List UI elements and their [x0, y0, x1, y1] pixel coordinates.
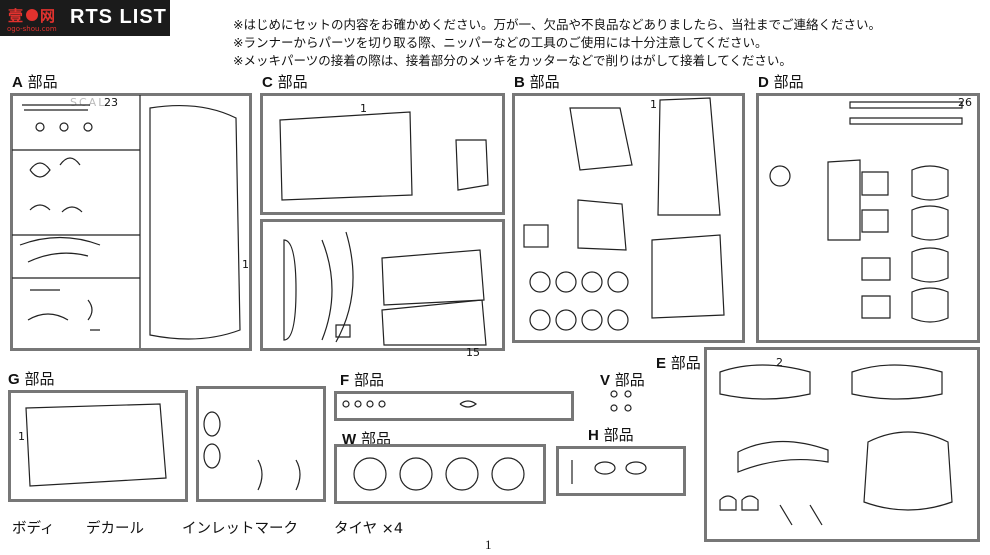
e-runner-art	[719, 364, 953, 526]
part-number-b-1: 1	[650, 98, 657, 111]
part-number-c-1: 1	[360, 102, 367, 115]
svg-text:网: 网	[40, 7, 55, 25]
part-label-e: E 部品	[656, 354, 701, 372]
page-number: 1	[485, 537, 492, 552]
part-label-a: A 部品	[12, 73, 58, 91]
runner-frame-h	[556, 446, 686, 496]
runner-frame-c-top	[260, 93, 505, 215]
logo-icon: 壹 网 ogo-shou.com	[4, 3, 66, 33]
part-label-f: F 部品	[340, 371, 384, 389]
runner-frame-w	[334, 444, 546, 504]
part-number-a-1: 1	[242, 258, 249, 271]
runner-frame-inlet	[196, 386, 326, 502]
svg-text:壹: 壹	[8, 7, 23, 25]
part-label-d: D 部品	[758, 73, 804, 91]
caption-tire: タイヤ ×4	[334, 521, 404, 537]
note-line-3: ※メッキパーツの接着の際は、接着部分のメッキをカッターなどで削りはがして接着して…	[233, 53, 792, 68]
part-label-h: H 部品	[588, 426, 634, 444]
part-number-a-23: 23	[104, 96, 118, 109]
page-title: RTS LIST	[70, 6, 167, 28]
runner-frame-d	[756, 93, 980, 343]
part-number-d-26: 26	[958, 96, 972, 109]
f-runner-art	[342, 400, 478, 408]
part-label-w: W 部品	[342, 430, 391, 448]
caption-body: ボディ	[12, 521, 55, 537]
h-runner-art	[571, 460, 647, 484]
inlet-runner-art	[203, 411, 301, 491]
c-runner-art	[279, 111, 489, 346]
runner-frame-c-bottom	[260, 219, 505, 351]
a-runner-art	[12, 95, 241, 348]
runner-frame-e	[704, 347, 980, 542]
part-label-v: V 部品	[600, 371, 645, 389]
v-runner-art	[610, 390, 632, 412]
watermark-text: SCAL	[70, 96, 107, 109]
part-label-c: C 部品	[262, 73, 308, 91]
caption-inlet-mark: インレットマーク	[182, 521, 298, 537]
note-line-2: ※ランナーからパーツを切り取る際、ニッパーなどの工具のご使用には十分注意してくだ…	[233, 35, 768, 50]
part-number-e-2: 2	[776, 356, 783, 369]
svg-text:ogo-shou.com: ogo-shou.com	[7, 25, 57, 33]
part-number-g-1: 1	[18, 430, 25, 443]
runner-frame-a	[10, 93, 252, 351]
part-number-c-15: 15	[466, 346, 480, 359]
caption-decal: デカール	[86, 521, 144, 537]
runner-frame-g	[8, 390, 188, 502]
runner-frame-b	[512, 93, 745, 343]
g-runner-art	[25, 403, 167, 487]
part-label-g: G 部品	[8, 370, 55, 388]
note-line-1: ※はじめにセットの内容をお確かめください。万が一、欠品や不良品などありましたら、…	[233, 17, 881, 32]
runner-frame-f	[334, 391, 574, 421]
part-label-b: B 部品	[514, 73, 560, 91]
b-runner-art	[523, 97, 725, 331]
d-runner-art	[769, 101, 963, 323]
w-runner-art	[353, 457, 525, 491]
